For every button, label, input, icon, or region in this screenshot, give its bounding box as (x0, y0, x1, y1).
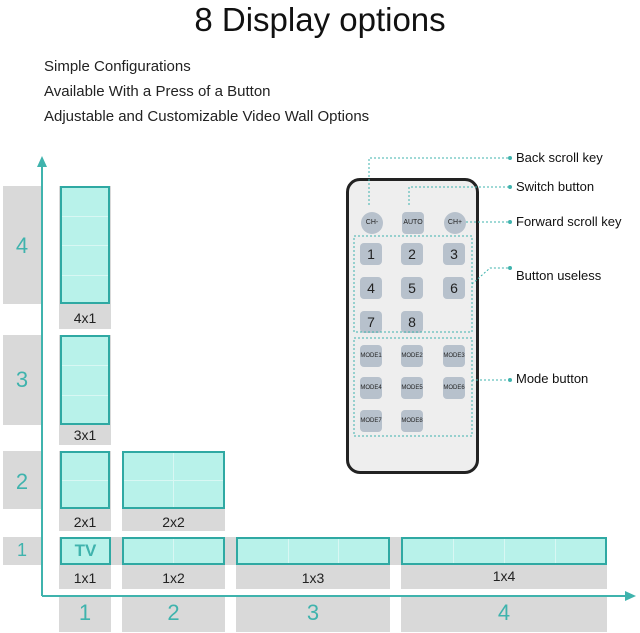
mode-button-8[interactable]: MODE8 (401, 410, 423, 432)
number-button-4[interactable]: 4 (360, 277, 382, 299)
number-button-5[interactable]: 5 (401, 277, 423, 299)
ch-plus-button[interactable]: CH+ (444, 212, 466, 234)
mode-button-6[interactable]: MODE6 (443, 377, 465, 399)
grid-label-1x2 (122, 565, 225, 589)
number-button-2[interactable]: 2 (401, 243, 423, 265)
panel-1x4 (401, 537, 607, 565)
panel-1x1: TV (60, 537, 111, 565)
mode-button-5[interactable]: MODE5 (401, 377, 423, 399)
col-block-3 (236, 596, 390, 632)
panel-2x1 (60, 451, 110, 509)
feature-video-wall: Adjustable and Customizable Video Wall O… (44, 108, 370, 125)
col-label-1: 1 (78, 600, 92, 625)
col-label-3: 3 (306, 600, 320, 625)
col-block-2 (122, 596, 225, 632)
label-2x2: 2x2 (162, 514, 185, 530)
col-label-2: 2 (167, 600, 180, 625)
col-block-4 (401, 596, 607, 632)
mode-button-3[interactable]: MODE3 (443, 345, 465, 367)
row-label-2: 2 (15, 469, 29, 494)
label-4x1: 4x1 (73, 310, 97, 326)
page-title: 8 Display options (194, 1, 446, 38)
number-button-1[interactable]: 1 (360, 243, 382, 265)
remote-control: CH- AUTO CH+ 1 2 3 4 5 6 7 8 MODE1 MODE2… (346, 178, 479, 474)
mode-button-7[interactable]: MODE7 (360, 410, 382, 432)
number-button-6[interactable]: 6 (443, 277, 465, 299)
callout-switch: Switch button (516, 179, 595, 194)
panel-1x3 (236, 537, 390, 565)
callout-mode: Mode button (516, 371, 589, 386)
row-label-4: 4 (15, 233, 29, 258)
row-block-2 (3, 451, 41, 509)
col-label-4: 4 (497, 600, 511, 625)
panel-1x2 (122, 537, 225, 565)
number-button-7[interactable]: 7 (360, 311, 382, 333)
label-2x1: 2x1 (73, 514, 97, 530)
row-block-4 (3, 186, 41, 304)
label-1x1: 1x1 (73, 570, 97, 586)
grid-label-1x4 (401, 565, 607, 589)
panel-2x2 (122, 451, 225, 509)
feature-button: Available With a Press of a Button (44, 83, 271, 100)
mode-button-1[interactable]: MODE1 (360, 345, 382, 367)
mode-button-2[interactable]: MODE2 (401, 345, 423, 367)
mode-button-4[interactable]: MODE4 (360, 377, 382, 399)
label-1x3: 1x3 (301, 570, 325, 586)
panel-3x1 (60, 335, 110, 425)
auto-button[interactable]: AUTO (402, 212, 424, 234)
tv-label: TV (74, 541, 97, 560)
callout-back-scroll: Back scroll key (516, 150, 603, 165)
col-block-1 (59, 596, 111, 632)
row-label-1: 1 (16, 540, 27, 560)
ch-minus-button[interactable]: CH- (361, 212, 383, 234)
number-button-3[interactable]: 3 (443, 243, 465, 265)
row-block-1 (3, 537, 41, 565)
grid-label-1x3 (236, 565, 390, 589)
label-1x2: 1x2 (162, 570, 185, 586)
grid-label-1x1 (59, 565, 111, 589)
panel-4x1 (60, 186, 110, 304)
row-block-3 (3, 335, 41, 425)
callout-forward-scroll: Forward scroll key (516, 214, 622, 229)
row-label-3: 3 (15, 367, 29, 392)
callout-useless: Button useless (516, 268, 602, 283)
number-button-8[interactable]: 8 (401, 311, 423, 333)
feature-simple: Simple Configurations (44, 58, 191, 75)
label-1x4: 1x4 (492, 568, 516, 584)
label-3x1: 3x1 (73, 427, 97, 443)
